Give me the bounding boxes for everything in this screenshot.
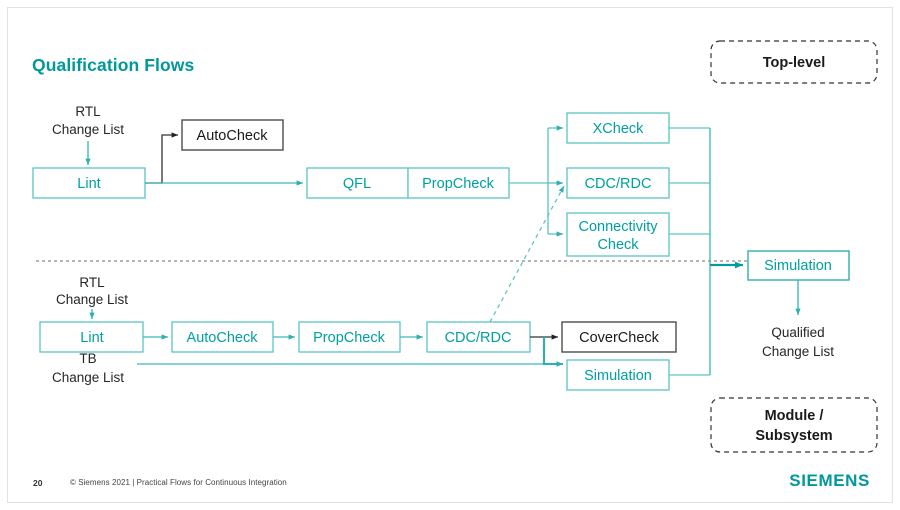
io-label-line2: Change List <box>52 122 124 137</box>
page-title: Qualification Flows <box>32 55 195 75</box>
io-label-line1: Qualified <box>771 325 824 340</box>
node-connectivity-check[interactable]: Connectivity Check <box>566 212 670 257</box>
io-label-line2: Change List <box>56 292 128 307</box>
node-label-autocheck-bottom: AutoCheck <box>187 330 259 346</box>
rtl-change-list-bottom-label: RTL Change List <box>56 275 128 307</box>
page-number: 20 <box>33 478 43 488</box>
rtl-change-list-top-label: RTL Change List <box>52 104 124 137</box>
node-label-simulation-top: Simulation <box>764 258 832 274</box>
io-label-line2: Change List <box>52 370 124 385</box>
node-label-covercheck: CoverCheck <box>579 330 660 346</box>
node-label-lint-top: Lint <box>77 176 100 192</box>
node-label-propcheck-top: PropCheck <box>422 176 494 192</box>
qualified-change-list-label: Qualified Change List <box>762 325 834 359</box>
tb-change-list-label: TB Change List <box>52 351 124 385</box>
node-label-lint-bottom: Lint <box>80 330 103 346</box>
zone-badge-module-subsystem-line1: Module / <box>765 408 824 424</box>
node-cdc-rdc-top[interactable]: CDC/RDC <box>566 167 670 199</box>
zone-badge-top-level-label: Top-level <box>763 55 826 71</box>
node-xcheck[interactable]: XCheck <box>566 112 670 144</box>
zone-badge-module-subsystem: Module / Subsystem <box>710 397 878 453</box>
footer-copyright: © Siemens 2021 | Practical Flows for Con… <box>70 478 287 487</box>
siemens-logo: SIEMENS <box>789 471 870 490</box>
node-label-propcheck-bottom: PropCheck <box>313 330 385 346</box>
node-simulation-bottom[interactable]: Simulation <box>566 359 670 391</box>
node-cdc-rdc-bottom[interactable]: CDC/RDC <box>426 321 531 353</box>
node-propcheck-bottom[interactable]: PropCheck <box>298 321 401 353</box>
node-label-qfl: QFL <box>343 176 371 192</box>
edge-cdc-rdc-to-simulation-bottom <box>542 337 563 367</box>
zone-badge-module-subsystem-line2: Subsystem <box>755 428 832 444</box>
edge-cdc-rdc-bottom-to-top-dashed <box>489 185 565 323</box>
node-covercheck[interactable]: CoverCheck <box>561 321 677 353</box>
io-label-line1: TB <box>79 351 96 366</box>
node-simulation-top[interactable]: Simulation <box>747 250 850 281</box>
node-propcheck-top[interactable]: PropCheck <box>407 167 510 199</box>
node-label-xcheck: XCheck <box>593 121 645 137</box>
node-autocheck-bottom[interactable]: AutoCheck <box>171 321 274 353</box>
node-lint-top[interactable]: Lint <box>32 167 146 199</box>
edge-lint-top-to-autocheck <box>145 132 178 184</box>
zone-badge-top-level: Top-level <box>710 40 878 84</box>
node-label-connectivity-check-line2: Check <box>597 237 639 253</box>
node-label-connectivity-check-line1: Connectivity <box>579 219 659 235</box>
node-autocheck-top[interactable]: AutoCheck <box>181 119 284 151</box>
node-label-autocheck-top: AutoCheck <box>197 128 269 144</box>
io-label-line1: RTL <box>75 104 101 119</box>
node-lint-bottom[interactable]: Lint <box>39 321 144 353</box>
io-label-line2: Change List <box>762 344 834 359</box>
node-qfl[interactable]: QFL <box>306 167 409 199</box>
node-label-simulation-bottom: Simulation <box>584 368 652 384</box>
io-label-line1: RTL <box>79 275 105 290</box>
node-label-cdc-rdc-bottom: CDC/RDC <box>445 330 512 346</box>
node-label-cdc-rdc-top: CDC/RDC <box>585 176 652 192</box>
